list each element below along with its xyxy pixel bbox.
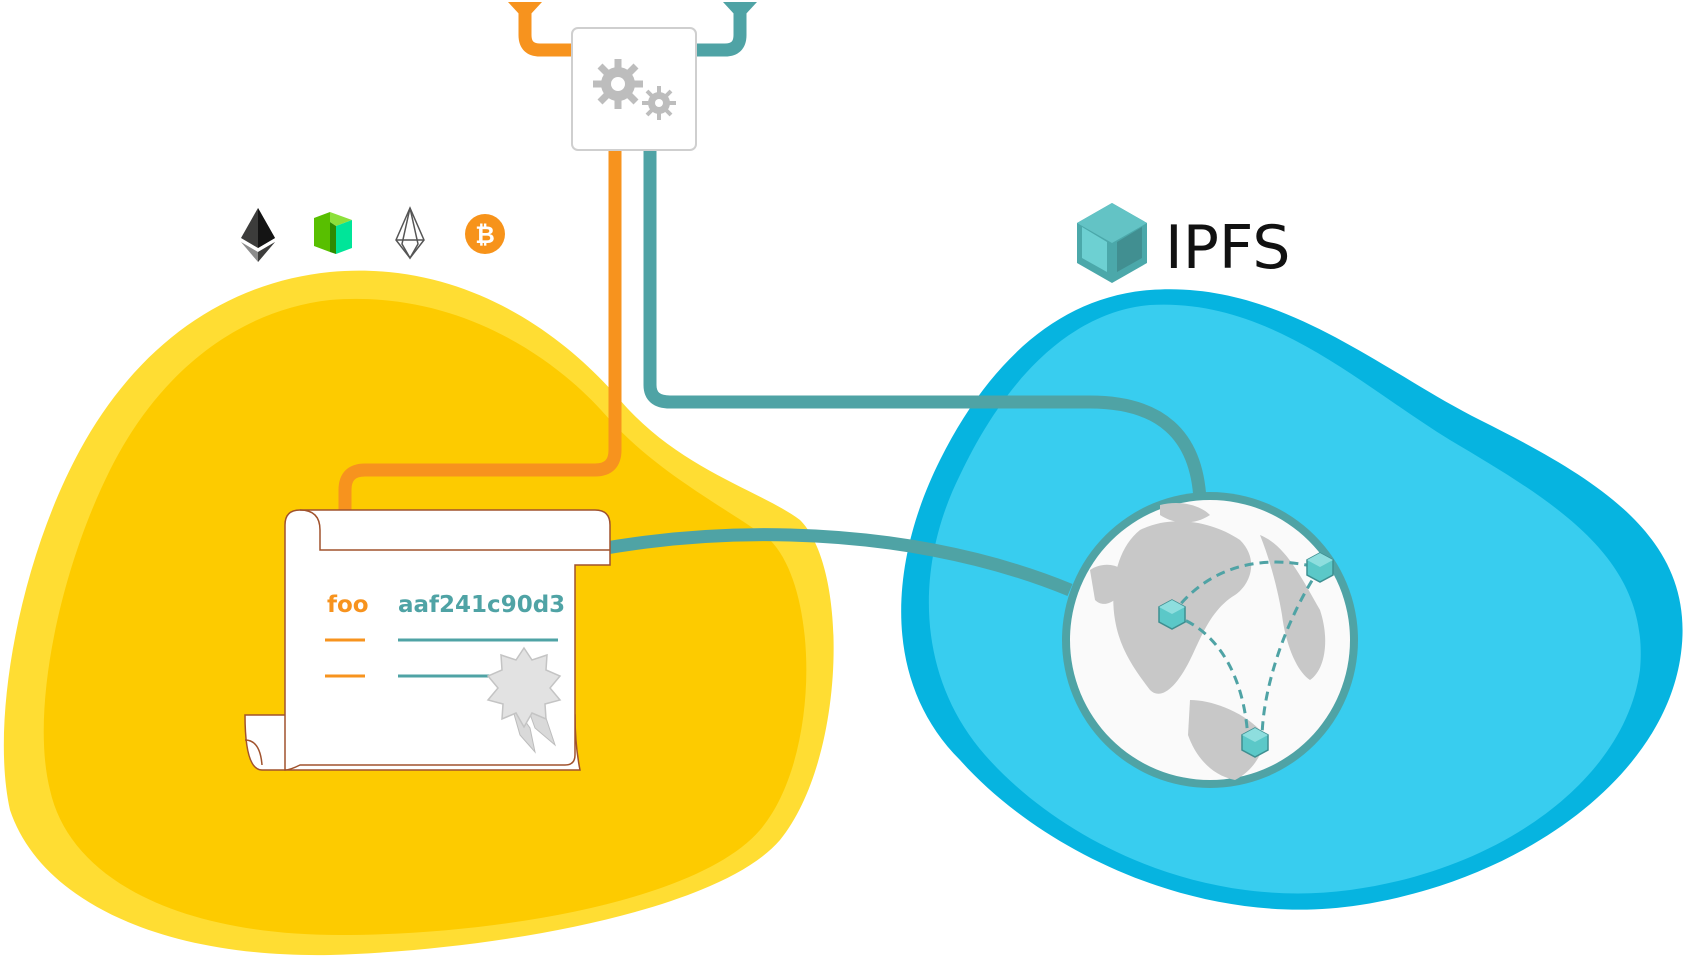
svg-text:₿: ₿ — [475, 221, 495, 249]
ipfs-label: IPFS — [1165, 213, 1290, 283]
contract-box — [571, 27, 697, 151]
network-links — [1170, 560, 1322, 741]
node-cube-icon — [1241, 727, 1269, 758]
eos-icon — [395, 206, 425, 260]
record-hash: aaf241c90d3 — [398, 592, 565, 618]
ipfs-logo-icon — [1077, 203, 1147, 283]
neo-icon — [314, 212, 352, 254]
node-cube-icon — [1158, 599, 1186, 630]
seal-icon — [486, 646, 562, 754]
record-key: foo — [327, 592, 369, 618]
bitcoin-icon: ₿ — [465, 214, 505, 254]
ethereum-icon — [241, 208, 275, 262]
node-cube-icon — [1306, 552, 1334, 583]
teal-top-funnel — [723, 2, 757, 15]
orange-connector — [338, 5, 622, 545]
gear-icon — [593, 59, 676, 120]
orange-top-funnel — [508, 2, 542, 15]
